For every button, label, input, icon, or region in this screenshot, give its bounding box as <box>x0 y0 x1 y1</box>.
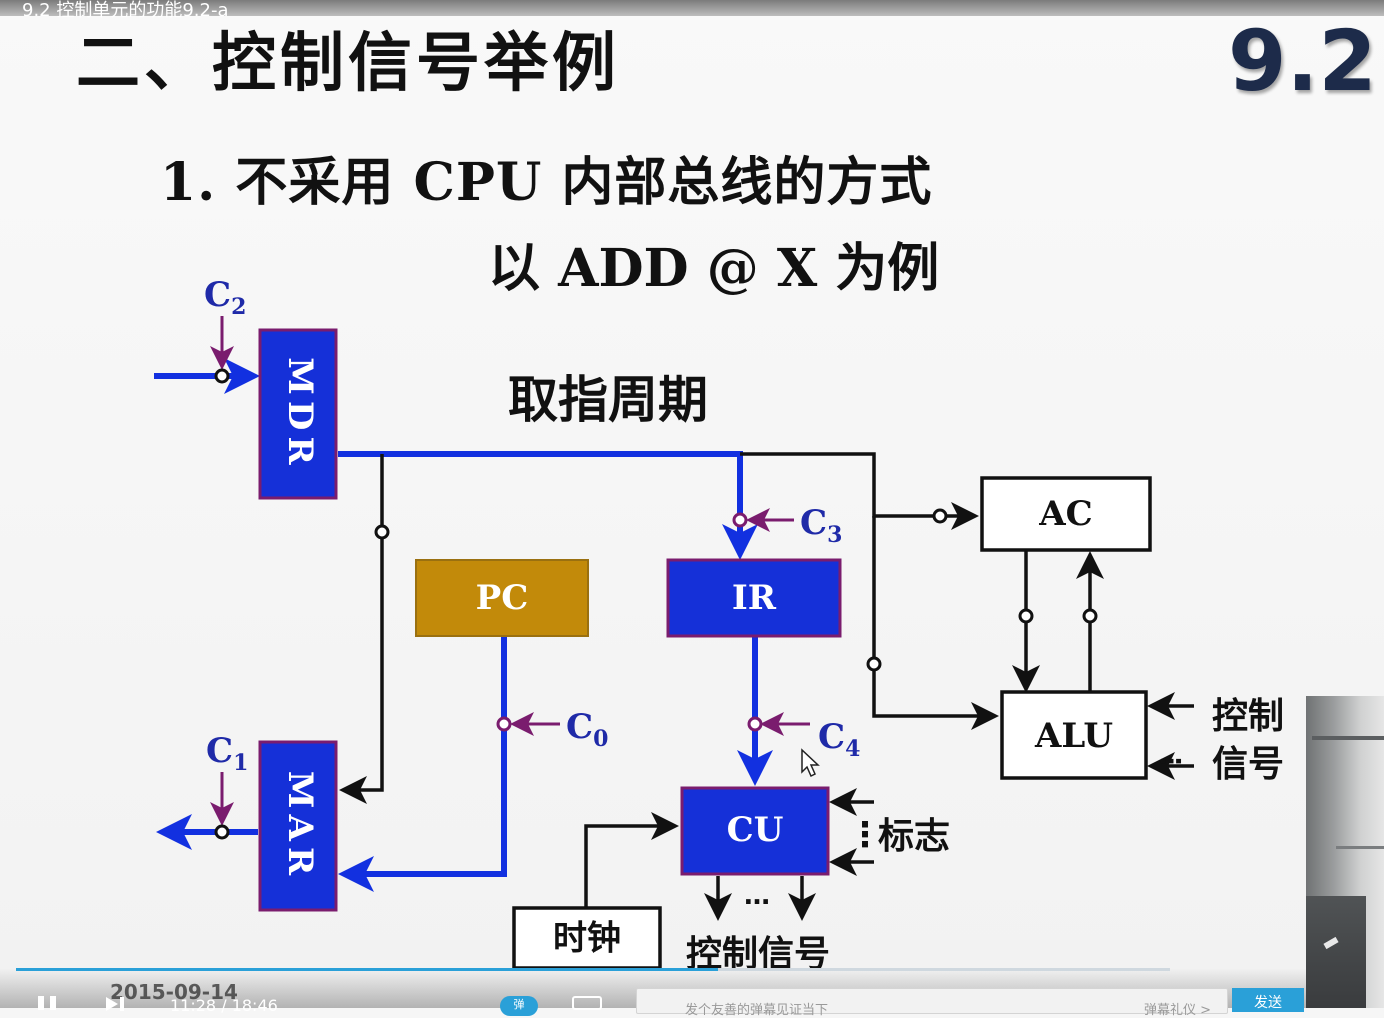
ac-register: AC <box>980 476 1152 552</box>
time-separator: / <box>221 996 227 1015</box>
alu-label: ALU <box>1034 716 1113 756</box>
duration: 18:46 <box>231 996 278 1015</box>
progress-bar[interactable] <box>16 968 1170 971</box>
c3-label: C3 <box>800 503 842 548</box>
fetch-cycle-label: 取指周期 <box>508 370 708 429</box>
cu-unit: CU <box>680 786 830 876</box>
flags-dots: ⋮ <box>848 815 882 855</box>
pause-icon <box>38 996 44 1010</box>
clock-unit: 时钟 <box>512 906 662 970</box>
flags-label: 标志 <box>878 816 950 857</box>
example-instruction: 以 ADD @ X 为例 <box>488 238 940 299</box>
gate-mdr-mar <box>374 524 390 540</box>
gate-c3 <box>732 512 748 528</box>
send-button[interactable]: 发送 <box>1232 988 1304 1012</box>
date-stamp: 2015-09-14 <box>110 980 238 1004</box>
danmaku-toggle-button[interactable]: 弹 <box>500 996 538 1016</box>
c1-label: C1 <box>206 731 248 776</box>
slide-title: 二、控制信号举例 <box>76 27 620 101</box>
pc-to-mar-bus <box>338 636 507 892</box>
c4-label: C4 <box>818 717 860 762</box>
section-number: 9.2 <box>1228 12 1377 110</box>
black-lines <box>339 452 1194 921</box>
gate-c2 <box>214 368 230 384</box>
pause-button[interactable] <box>36 996 58 1010</box>
gate-alu-ac <box>1082 608 1098 624</box>
gate-c0 <box>496 716 512 732</box>
danmaku-placeholder: 发个友善的弹幕见证当下 <box>685 1003 829 1018</box>
gate-c1 <box>214 824 230 840</box>
c0-label: C0 <box>566 707 608 752</box>
ir-register: IR <box>666 558 842 638</box>
slide-subtitle: 1. 不采用 CPU 内部总线的方式 <box>160 152 933 213</box>
mdr-label: MDR <box>280 357 320 470</box>
cu-output-dots: … <box>744 881 770 911</box>
alu-ctrl-label-2: 信号 <box>1212 744 1284 785</box>
bus-to-alu-line <box>872 516 999 730</box>
mdr-to-ir-bus <box>338 451 758 560</box>
pc-label: PC <box>476 578 529 618</box>
control-signal-arrows <box>210 316 810 826</box>
video-title: 9.2 控制单元的功能9.2-a <box>22 0 229 21</box>
signal-labels: C2 C1 C3 C0 C4 <box>204 275 860 776</box>
mouse-cursor-icon <box>801 748 820 778</box>
mar-label: MAR <box>280 771 320 881</box>
time-display: 11:28 / 18:46 <box>170 996 278 1015</box>
gate-c4 <box>747 716 763 732</box>
alu-ctrl-dots: ⋮ <box>1155 748 1185 774</box>
mar-register: MAR <box>258 740 338 912</box>
cu-label: CU <box>727 810 784 850</box>
gate-circles <box>214 368 1098 840</box>
mdr-to-mar-line <box>339 454 384 804</box>
clock-to-cu-line <box>584 812 679 908</box>
pc-register: PC <box>415 559 589 637</box>
alu-unit: ALU <box>1000 690 1148 780</box>
ac-label: AC <box>1038 494 1092 534</box>
bus-to-ac-line <box>740 452 979 530</box>
progress-fill <box>16 968 718 971</box>
alu-ctrl-label-1: 控制 <box>1212 696 1284 737</box>
c2-label: C2 <box>204 275 246 320</box>
current-time: 11:28 <box>170 996 217 1015</box>
gate-ac-alu <box>1018 608 1034 624</box>
gate-ac-in <box>932 508 948 524</box>
clock-label: 时钟 <box>553 919 621 959</box>
gate-alu-in <box>866 656 882 672</box>
next-icon <box>106 997 124 1011</box>
webcam-overlay <box>1306 696 1384 1008</box>
ir-label: IR <box>732 578 777 618</box>
mdr-register: MDR <box>258 328 338 500</box>
danmaku-etiquette-link[interactable]: 弹幕礼仪 > <box>1143 1003 1211 1018</box>
video-title-bar: 9.2 控制单元的功能9.2-a <box>0 0 1384 21</box>
danmaku-input[interactable]: 发个友善的弹幕见证当下 弹幕礼仪 > <box>636 988 1228 1018</box>
